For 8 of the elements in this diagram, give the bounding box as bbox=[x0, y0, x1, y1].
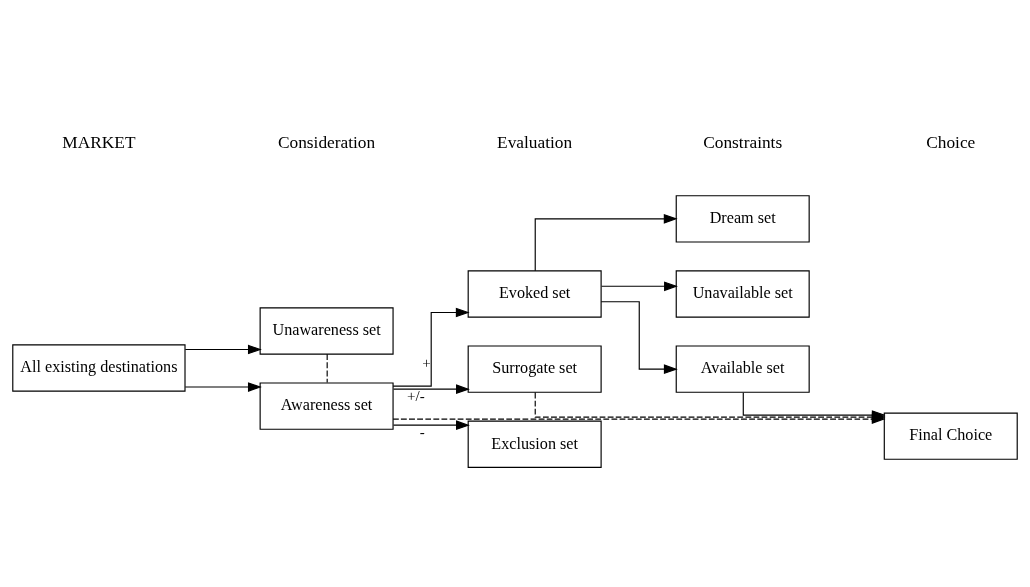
edge-label: - bbox=[419, 423, 425, 440]
label: MARKET bbox=[62, 132, 136, 152]
label: Evaluation bbox=[497, 132, 573, 152]
edge-label: +/- bbox=[407, 387, 425, 404]
label: Choice bbox=[926, 132, 976, 152]
edge-label: + bbox=[422, 354, 431, 371]
label: Consideration bbox=[277, 132, 376, 152]
label: Constraints bbox=[703, 132, 783, 152]
